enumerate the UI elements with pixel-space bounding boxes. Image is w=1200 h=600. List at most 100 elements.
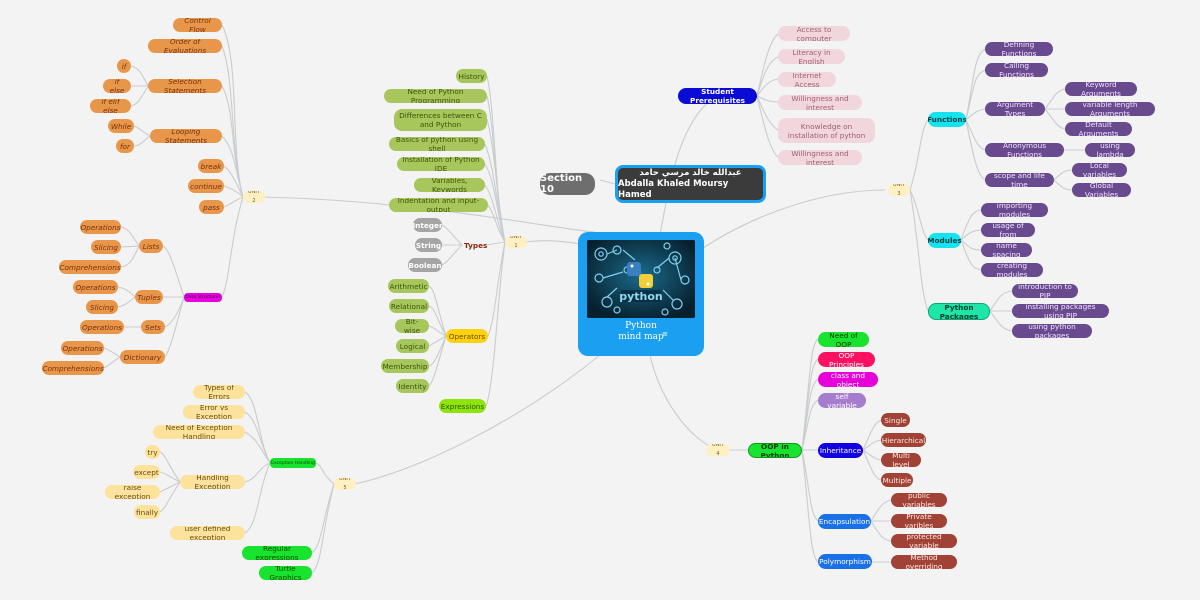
notes-icon[interactable]: ≡ bbox=[662, 330, 668, 338]
multiple-node[interactable]: Multiple bbox=[881, 473, 913, 487]
exception-handling-node[interactable]: Exception Handling bbox=[270, 458, 316, 468]
method-overriding-node[interactable]: Method overriding bbox=[891, 555, 957, 569]
name-spacing-node[interactable]: name spacing bbox=[981, 243, 1032, 257]
order-of-evaluations-node[interactable]: Order of Evaluations bbox=[148, 39, 222, 53]
inheritance-node[interactable]: Inheritance bbox=[818, 443, 863, 458]
polymorphism-node[interactable]: Polymorphism bbox=[818, 554, 872, 569]
if-node[interactable]: if bbox=[117, 59, 131, 73]
unit2-node[interactable]: UNIT 2 bbox=[243, 191, 265, 203]
need-exception-handling-node[interactable]: Need of Exception Handling bbox=[153, 425, 245, 439]
lists-slicing-node[interactable]: Slicing bbox=[91, 240, 121, 254]
need-of-python-node[interactable]: Need of Python Programming bbox=[384, 89, 487, 103]
keyword-arguments-node[interactable]: Keyword Arguments bbox=[1065, 82, 1137, 96]
arithmetic-node[interactable]: Arithmetic bbox=[388, 279, 429, 293]
unit1-node[interactable]: UNIT 1 bbox=[505, 236, 527, 248]
protected-variable-node[interactable]: protected variable bbox=[891, 534, 957, 548]
turtle-graphics-node[interactable]: Turtle Graphics bbox=[259, 566, 312, 580]
except-node[interactable]: except bbox=[133, 465, 160, 479]
tuples-node[interactable]: Tuples bbox=[135, 290, 163, 304]
private-variables-node[interactable]: Private varibles bbox=[891, 514, 947, 528]
self-variable-node[interactable]: self variable bbox=[818, 393, 866, 408]
using-lambda-node[interactable]: using lambda bbox=[1085, 143, 1135, 157]
integer-node[interactable]: Integer bbox=[413, 218, 442, 232]
lists-comprehensions-node[interactable]: Comprehensions bbox=[59, 260, 121, 274]
variable-length-arguments-node[interactable]: variable length Arguments bbox=[1065, 102, 1155, 116]
for-node[interactable]: for bbox=[116, 139, 134, 153]
need-of-oop-node[interactable]: Need of OOP bbox=[818, 332, 869, 347]
try-node[interactable]: try bbox=[145, 445, 160, 459]
willingness-interest-node-1[interactable]: Willingness and interest bbox=[778, 95, 862, 110]
oop-principles-node[interactable]: OOP Principles bbox=[818, 352, 875, 367]
string-node[interactable]: String bbox=[415, 238, 442, 252]
pass-node[interactable]: pass bbox=[199, 200, 224, 214]
types-label[interactable]: Types bbox=[464, 241, 488, 250]
single-node[interactable]: Single bbox=[881, 413, 910, 427]
class-and-object-node[interactable]: class and object bbox=[818, 372, 878, 387]
membership-node[interactable]: Membership bbox=[381, 359, 429, 373]
global-variables-node[interactable]: Global Variables bbox=[1072, 183, 1131, 197]
creating-modules-node[interactable]: creating modules bbox=[981, 263, 1043, 277]
boolean-node[interactable]: Boolean bbox=[408, 258, 442, 272]
knowledge-installation-node[interactable]: Knowledge on installation of python bbox=[778, 118, 875, 143]
install-ide-node[interactable]: Installation of Python IDE bbox=[397, 157, 485, 171]
dictionary-node[interactable]: Dictionary bbox=[120, 350, 165, 364]
continue-node[interactable]: continue bbox=[188, 179, 224, 193]
oop-in-python-node[interactable]: OOP in Python bbox=[748, 443, 802, 458]
unit5-node[interactable]: UNIT 5 bbox=[334, 478, 356, 490]
multi-level-node[interactable]: Multi level bbox=[881, 453, 921, 467]
lists-node[interactable]: Lists bbox=[139, 239, 163, 253]
internet-access-node[interactable]: Internet Access bbox=[778, 72, 836, 87]
dictionary-operations-node[interactable]: Operations bbox=[61, 341, 104, 355]
handling-exception-node[interactable]: Handling Exception bbox=[180, 475, 245, 489]
access-to-computer-node[interactable]: Access to computer bbox=[778, 26, 850, 41]
basics-shell-node[interactable]: Basics of python using shell bbox=[389, 137, 485, 151]
section-badge[interactable]: Section 10 bbox=[540, 173, 595, 195]
finally-node[interactable]: finally bbox=[134, 505, 160, 519]
tuples-operations-node[interactable]: Operations bbox=[73, 280, 118, 294]
tuples-slicing-node[interactable]: Slicing bbox=[86, 300, 118, 314]
functions-node[interactable]: Functions bbox=[928, 112, 966, 127]
defining-functions-node[interactable]: Defining Functions bbox=[985, 42, 1053, 56]
looping-statements-node[interactable]: Looping Statements bbox=[150, 129, 222, 143]
scope-lifetime-node[interactable]: scope and life time bbox=[985, 173, 1054, 187]
default-arguments-node[interactable]: Default Arguments bbox=[1065, 122, 1132, 136]
identity-node[interactable]: Identity bbox=[396, 379, 429, 393]
unit3-node[interactable]: UNIT 3 bbox=[888, 184, 910, 196]
types-of-errors-node[interactable]: Types of Errors bbox=[193, 385, 245, 399]
control-flow-node[interactable]: Control Flow bbox=[173, 18, 222, 32]
bitwise-node[interactable]: Bit-wise bbox=[395, 319, 429, 333]
literacy-english-node[interactable]: Literacy in English bbox=[778, 49, 845, 64]
author-node[interactable]: عبدالله خالد مرسي حامد Abdalla Khaled Mo… bbox=[615, 165, 766, 203]
variables-keywords-node[interactable]: Variables, Keywords bbox=[414, 178, 485, 192]
calling-functions-node[interactable]: Calling Functions bbox=[985, 63, 1048, 77]
python-packages-node[interactable]: Python Packages bbox=[928, 303, 990, 320]
history-node[interactable]: History bbox=[456, 69, 487, 83]
hierarchical-node[interactable]: Hierarchical bbox=[881, 433, 926, 447]
using-python-packages-node[interactable]: using python packages bbox=[1012, 324, 1092, 338]
argument-types-node[interactable]: Argument Types bbox=[985, 102, 1045, 116]
operators-node[interactable]: Operators bbox=[446, 329, 488, 343]
indentation-io-node[interactable]: Indentation and input-output bbox=[389, 198, 488, 212]
willingness-interest-node-2[interactable]: Willingness and interest bbox=[778, 150, 862, 165]
while-node[interactable]: While bbox=[108, 119, 134, 133]
intro-pip-node[interactable]: introduction to PIP bbox=[1012, 284, 1078, 298]
anonymous-functions-node[interactable]: Anonymous Functions bbox=[985, 143, 1064, 157]
logical-node[interactable]: Logical bbox=[396, 339, 429, 353]
raise-exception-node[interactable]: raise exception bbox=[105, 485, 160, 499]
data-structures-node[interactable]: Data Structures bbox=[184, 293, 222, 302]
if-else-node[interactable]: if else bbox=[103, 79, 131, 93]
central-topic-node[interactable]: python Python mind map ≡ bbox=[578, 232, 704, 356]
expressions-node[interactable]: Expressions bbox=[439, 399, 486, 413]
sets-operations-node[interactable]: Operations bbox=[80, 320, 124, 334]
differences-c-python-node[interactable]: Differences between C and Python bbox=[394, 109, 487, 131]
regular-expressions-node[interactable]: Regular expressions bbox=[242, 546, 312, 560]
break-node[interactable]: break bbox=[198, 159, 224, 173]
dictionary-comprehensions-node[interactable]: Comprehensions bbox=[42, 361, 104, 375]
encapsulation-node[interactable]: Encapsulation bbox=[818, 514, 871, 529]
lists-operations-node[interactable]: Operations bbox=[80, 220, 121, 234]
local-variables-node[interactable]: Local variables bbox=[1072, 163, 1127, 177]
student-prerequisites-node[interactable]: Student Prerequisites bbox=[678, 88, 757, 104]
public-variables-node[interactable]: public variables bbox=[891, 493, 947, 507]
sets-node[interactable]: Sets bbox=[141, 320, 165, 334]
unit4-node[interactable]: UNIT 4 bbox=[706, 444, 730, 456]
